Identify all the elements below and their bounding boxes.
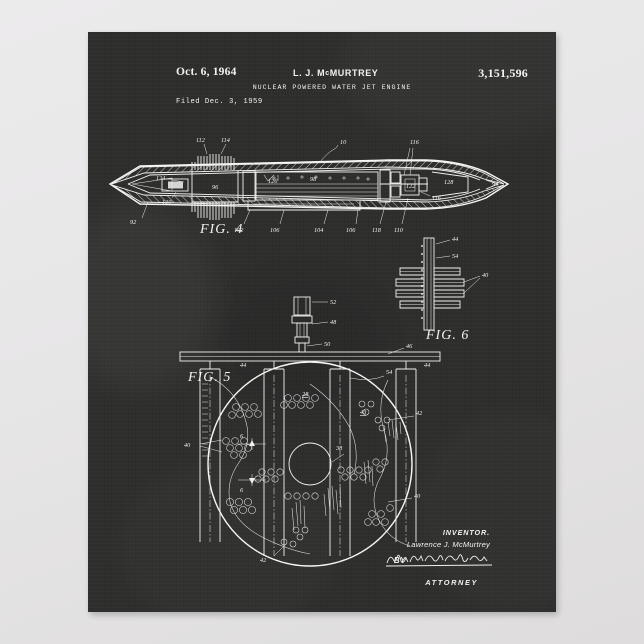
svg-text:40: 40 bbox=[482, 272, 489, 279]
svg-text:52: 52 bbox=[330, 299, 336, 306]
svg-text:40: 40 bbox=[414, 493, 421, 500]
svg-text:106: 106 bbox=[346, 227, 356, 234]
signature-by-label: BY bbox=[393, 556, 406, 565]
fig5-fuel-channels bbox=[199, 375, 417, 556]
svg-text:48: 48 bbox=[330, 319, 337, 326]
svg-text:124: 124 bbox=[156, 175, 165, 182]
patent-filed-date: Filed Dec. 3, 1959 bbox=[176, 98, 263, 106]
svg-text:10: 10 bbox=[340, 139, 347, 146]
patent-title: NUCLEAR POWERED WATER JET ENGINE bbox=[252, 84, 412, 91]
fig5-fuel-pins bbox=[222, 394, 394, 548]
figure-6-drawing: 44 54 40 bbox=[395, 236, 489, 331]
fig5-callouts: 52 48 50 46 44 44 54 28 43 42 bbox=[184, 299, 430, 564]
figure-5-drawing: 6 6 52 48 50 46 44 44 54 bbox=[179, 296, 441, 567]
figure-4-drawing: 112 114 10 116 124 120 96 126 98 122 bbox=[108, 137, 510, 234]
inventor-heading-part1: L. J. M bbox=[293, 68, 326, 78]
fig5-region-boundaries bbox=[211, 377, 411, 555]
svg-text:46: 46 bbox=[406, 343, 413, 350]
svg-text:104: 104 bbox=[314, 227, 323, 234]
patent-date: Oct. 6, 1964 bbox=[176, 66, 237, 78]
fig5-dimension-marks: 6 6 bbox=[238, 433, 266, 494]
patent-poster: Oct. 6, 1964 L. J. McMURTREY 3,151,596 N… bbox=[88, 32, 556, 612]
svg-text:42: 42 bbox=[260, 557, 266, 564]
svg-text:42: 42 bbox=[416, 410, 422, 417]
svg-text:114: 114 bbox=[221, 137, 230, 144]
svg-text:28: 28 bbox=[302, 391, 309, 398]
patent-drawings: 112 114 10 116 124 120 96 126 98 122 bbox=[108, 137, 510, 567]
svg-text:102: 102 bbox=[234, 227, 243, 234]
patent-number: 3,151,596 bbox=[478, 66, 528, 80]
svg-text:43: 43 bbox=[360, 409, 366, 416]
attorney-label: ATTORNEY bbox=[425, 578, 478, 587]
svg-text:50: 50 bbox=[324, 341, 331, 348]
inventor-label: INVENTOR. bbox=[442, 528, 490, 537]
svg-text:112: 112 bbox=[196, 137, 205, 144]
svg-text:54: 54 bbox=[452, 253, 458, 260]
svg-text:110: 110 bbox=[394, 227, 404, 234]
svg-text:116: 116 bbox=[410, 139, 420, 146]
svg-text:40: 40 bbox=[184, 442, 191, 449]
svg-text:120: 120 bbox=[162, 199, 172, 206]
patent-inventor-heading: L. J. McMURTREY bbox=[293, 68, 378, 78]
svg-text:118: 118 bbox=[372, 227, 382, 234]
fig4-fin-stack bbox=[191, 154, 239, 220]
svg-text:122: 122 bbox=[406, 183, 415, 190]
svg-text:44: 44 bbox=[452, 236, 458, 243]
svg-text:6: 6 bbox=[240, 433, 244, 440]
svg-text:128: 128 bbox=[444, 179, 454, 186]
svg-text:6: 6 bbox=[240, 487, 244, 494]
patent-sheet: Oct. 6, 1964 L. J. McMURTREY 3,151,596 N… bbox=[88, 32, 556, 612]
inventor-heading-superscript: c bbox=[325, 69, 330, 77]
inventor-heading-part2: MURTREY bbox=[329, 68, 379, 78]
figure-6-label: FIG. 6 bbox=[426, 328, 470, 343]
fig5-shading bbox=[291, 419, 402, 531]
svg-text:54: 54 bbox=[386, 369, 392, 376]
fig4-callouts: 112 114 10 116 124 120 96 126 98 122 bbox=[130, 137, 498, 234]
svg-text:38: 38 bbox=[335, 445, 343, 452]
svg-text:44: 44 bbox=[240, 362, 246, 369]
svg-text:98: 98 bbox=[310, 176, 317, 183]
svg-text:94: 94 bbox=[492, 181, 498, 188]
figure-4-label: FIG. 4 bbox=[200, 222, 244, 237]
attorney-signature bbox=[385, 554, 493, 567]
svg-text:96: 96 bbox=[212, 184, 219, 191]
fig5-control-rod-head bbox=[291, 296, 313, 353]
fig4-machinery bbox=[379, 169, 428, 203]
svg-text:92: 92 bbox=[130, 219, 136, 226]
svg-text:44: 44 bbox=[424, 362, 430, 369]
svg-text:116: 116 bbox=[432, 195, 442, 202]
svg-text:106: 106 bbox=[270, 227, 280, 234]
fig6-callouts: 44 54 40 bbox=[435, 236, 489, 294]
inventor-name: Lawrence J. McMurtrey bbox=[406, 540, 490, 549]
svg-text:126: 126 bbox=[268, 178, 278, 185]
